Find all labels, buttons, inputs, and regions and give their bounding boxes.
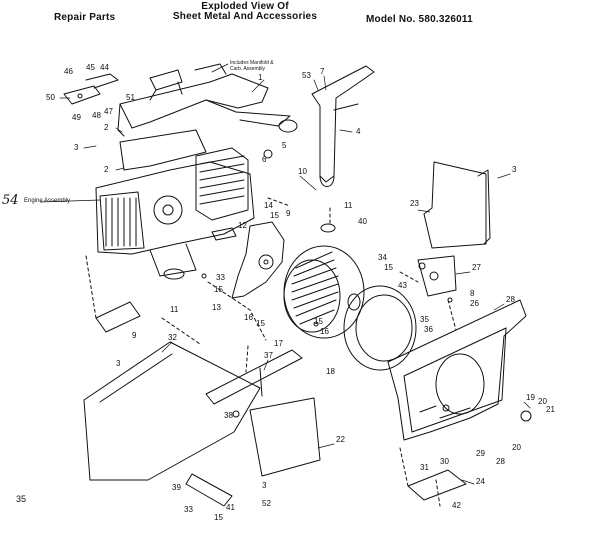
callout-2-mid: 2 xyxy=(104,165,109,174)
callout-9-upper: 9 xyxy=(286,209,291,218)
callout-38: 38 xyxy=(224,411,233,420)
callout-34: 34 xyxy=(378,253,387,262)
callout-28-upper: 28 xyxy=(506,295,515,304)
callout-13: 13 xyxy=(212,303,221,312)
hardware xyxy=(201,149,532,422)
header-repair-parts: Repair Parts xyxy=(54,12,116,23)
callout-52: 52 xyxy=(262,499,271,508)
callout-20-a: 20 xyxy=(538,397,547,406)
callout-50: 50 xyxy=(46,93,55,102)
callout-23: 23 xyxy=(410,199,419,208)
callout-28-lower: 28 xyxy=(496,457,505,466)
callout-8: 8 xyxy=(470,289,475,298)
callout-32: 32 xyxy=(168,333,177,342)
engine-block xyxy=(95,129,255,280)
callout-4: 4 xyxy=(356,127,361,136)
callout-16-b: 16 xyxy=(320,327,329,336)
header-model-number: Model No. 580.326011 xyxy=(366,14,473,25)
header-title-line1: Exploded View Of xyxy=(201,1,289,12)
manifold-note-line1: Includes Manifold & xyxy=(230,60,274,66)
inlet-ring-18 xyxy=(343,285,417,371)
callout-41: 41 xyxy=(226,503,235,512)
top-small-bracket-left xyxy=(63,73,119,105)
top-manifold-bracket xyxy=(117,63,291,137)
callout-42: 42 xyxy=(452,501,461,510)
link-39 xyxy=(185,473,233,507)
callout-31: 31 xyxy=(420,463,429,472)
side-panel-23 xyxy=(423,161,491,249)
callout-17: 17 xyxy=(274,339,283,348)
callout-15-c: 15 xyxy=(384,263,393,272)
bracket-27 xyxy=(417,255,457,297)
callout-5: 5 xyxy=(282,141,287,150)
strap-37 xyxy=(205,349,303,405)
callout-43: 43 xyxy=(398,281,407,290)
callout-10: 10 xyxy=(298,167,307,176)
callout-46: 46 xyxy=(64,67,73,76)
callout-39: 39 xyxy=(172,483,181,492)
callout-15-d: 15 xyxy=(256,319,265,328)
callout-15-f: 15 xyxy=(214,513,223,522)
page-number: 35 xyxy=(16,494,27,504)
callout-15-b: 15 xyxy=(214,285,223,294)
callout-37: 37 xyxy=(264,351,273,360)
deflector-32 xyxy=(83,341,261,481)
callout-33: 33 xyxy=(216,273,225,282)
callout-22: 22 xyxy=(336,435,345,444)
callout-24: 24 xyxy=(476,477,485,486)
callout-7: 7 xyxy=(320,67,325,76)
callout-36: 36 xyxy=(424,325,433,334)
callout-9-lower: 9 xyxy=(132,331,137,340)
callout-20-b: 20 xyxy=(512,443,521,452)
callout-48: 48 xyxy=(92,111,101,120)
callout-27: 27 xyxy=(472,263,481,272)
shield-22 xyxy=(249,397,321,477)
callout-35: 35 xyxy=(420,315,429,324)
callout-11-upper: 11 xyxy=(344,201,353,210)
callout-29: 29 xyxy=(476,449,485,458)
engine-ref-number: 54 xyxy=(2,193,19,208)
callout-47: 47 xyxy=(104,107,113,116)
callout-3-right: 3 xyxy=(512,165,517,174)
callout-3-bottom: 3 xyxy=(262,481,267,490)
engine-assembly-label: Engine Assembly xyxy=(24,198,70,204)
callout-40: 40 xyxy=(358,217,367,226)
callout-16-a: 16 xyxy=(244,313,253,322)
callout-33-lower: 33 xyxy=(184,505,193,514)
callout-19: 19 xyxy=(526,393,535,402)
callout-2-top: 2 xyxy=(104,123,109,132)
callout-44: 44 xyxy=(100,63,109,72)
manifold-note-line2: Carb. Assembly xyxy=(230,66,266,72)
header-title: Exploded View Of Sheet Metal And Accesso… xyxy=(160,2,330,22)
callout-49: 49 xyxy=(72,113,81,122)
callout-53: 53 xyxy=(302,71,311,80)
impeller-17 xyxy=(283,245,365,339)
callout-6: 6 xyxy=(262,155,267,164)
plate-9 xyxy=(95,301,141,333)
header-title-line2: Sheet Metal And Accessories xyxy=(172,11,318,22)
blower-housing-back-13 xyxy=(231,221,285,299)
callout-11-lower: 11 xyxy=(170,305,179,314)
callout-18: 18 xyxy=(326,367,335,376)
callout-45: 45 xyxy=(86,63,95,72)
callout-3-left: 3 xyxy=(74,143,79,152)
assembly-lines xyxy=(85,197,457,507)
bottom-plate-24 xyxy=(407,469,467,501)
exhaust-pipe-4 xyxy=(278,65,375,187)
callout-51: 51 xyxy=(126,93,135,102)
callout-21: 21 xyxy=(546,405,555,414)
callout-14: 14 xyxy=(264,201,273,210)
callout-1: 1 xyxy=(258,73,263,82)
callout-26: 26 xyxy=(470,299,479,308)
callout-15-a: 15 xyxy=(270,211,279,220)
callout-15-e: 15 xyxy=(314,317,323,326)
callout-3-lowerleft: 3 xyxy=(116,359,121,368)
callout-30: 30 xyxy=(440,457,449,466)
label-leaders xyxy=(39,63,531,485)
discharge-chute-28 xyxy=(387,299,527,441)
callout-12: 12 xyxy=(238,221,247,230)
